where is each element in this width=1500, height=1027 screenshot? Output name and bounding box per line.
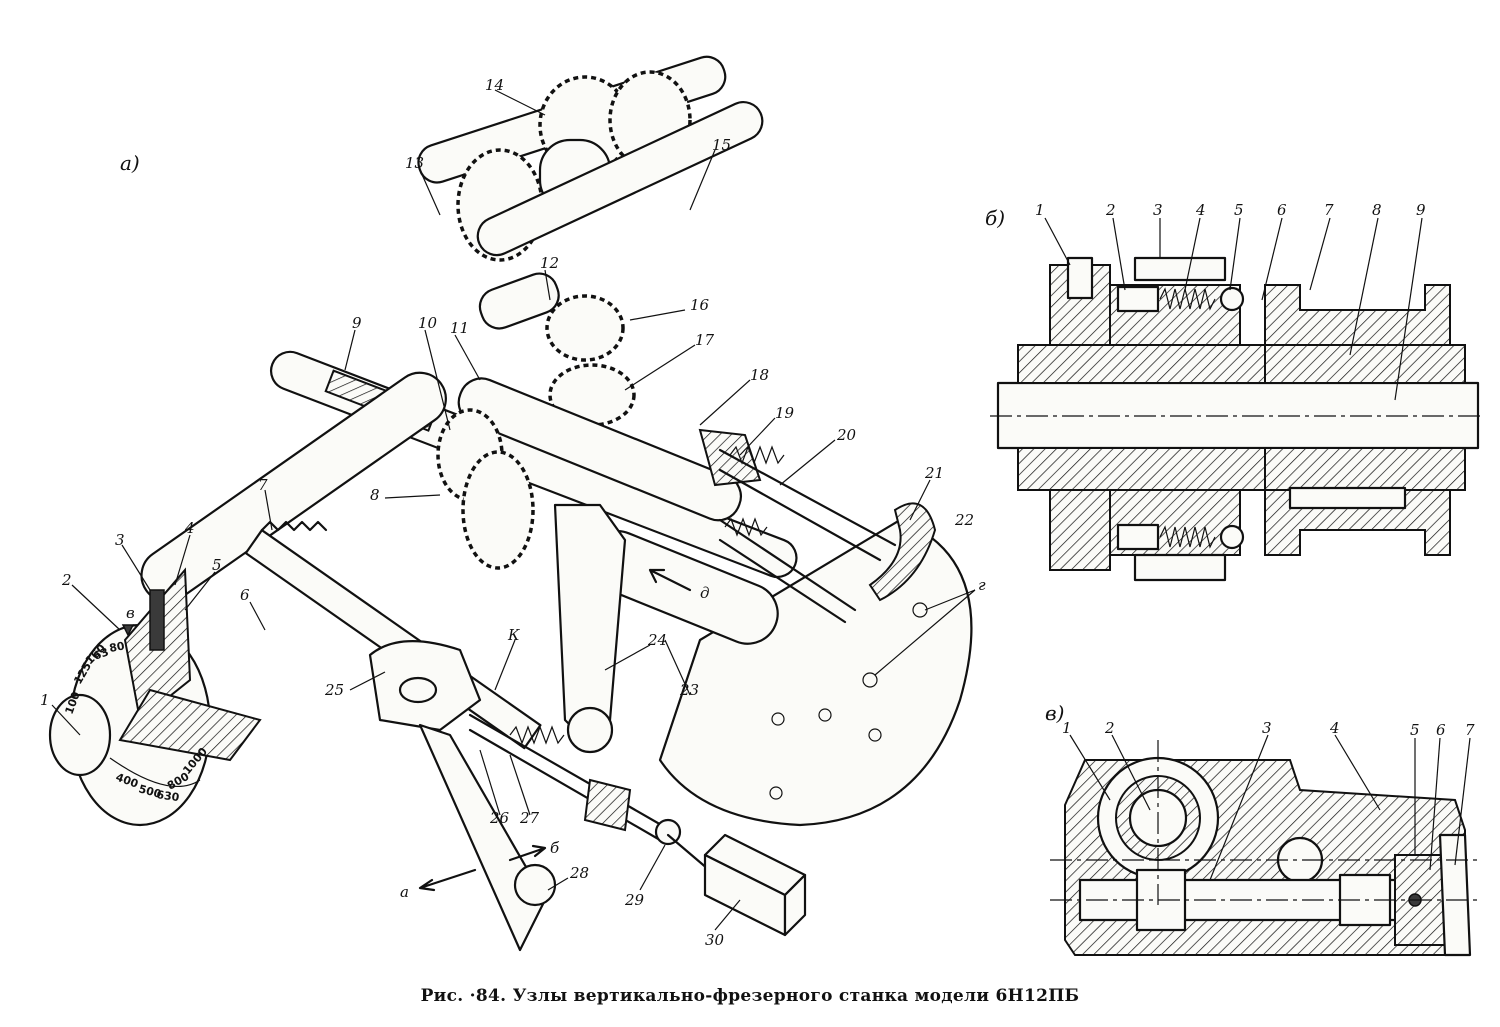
label-a-11: 11 (450, 319, 469, 337)
lever-21 (868, 502, 937, 602)
label-b-2: 2 (1105, 201, 1116, 219)
label-a-19: 19 (775, 404, 795, 422)
label-a-22: 22 (954, 511, 974, 529)
arrow-d (648, 568, 692, 592)
label-v-1: 1 (1062, 719, 1072, 737)
dir-letter-v: в (126, 604, 135, 622)
label-a-8: 8 (370, 486, 380, 504)
label-a-29: 29 (624, 891, 645, 909)
dir-letter-g: г (978, 576, 986, 594)
label-a-16: 16 (690, 296, 710, 314)
label-b-8: 8 (1372, 201, 1382, 219)
dir-letter-b: б (550, 839, 560, 857)
shaft-18 (457, 377, 742, 522)
label-a-23: 23 (679, 681, 699, 699)
label-a-18: 18 (750, 366, 769, 384)
spring-rod-19-20 (718, 445, 897, 562)
selector-disk-22 (658, 518, 973, 827)
label-a-24: 24 (647, 631, 667, 649)
label-a-3: 3 (115, 531, 125, 549)
arrow-a (418, 868, 477, 892)
label-b-7: 7 (1324, 201, 1334, 219)
label-a-12: 12 (540, 254, 559, 272)
panel-v-label: в) (1045, 701, 1064, 725)
label-a-15: 15 (712, 136, 731, 154)
arrow-b (508, 844, 547, 862)
dir-letter-d: д (700, 584, 710, 602)
gear-8 (461, 450, 535, 570)
label-a-10: 10 (418, 314, 438, 332)
label-a-30: 30 (705, 931, 725, 949)
knob-29 (654, 818, 682, 846)
label-a-20: 20 (836, 426, 857, 444)
label-b-4: 4 (1195, 201, 1206, 219)
label-a-5: 5 (212, 556, 222, 574)
label-a-7: 7 (258, 476, 268, 494)
panel-b-label: б) (985, 206, 1005, 230)
label-v-2: 2 (1104, 719, 1115, 737)
dial-value-4: 63 (92, 645, 111, 662)
label-a-26: 26 (489, 809, 510, 827)
gear-16 (545, 294, 625, 362)
label-a-14: 14 (485, 76, 504, 94)
label-v-7: 7 (1465, 721, 1475, 739)
label-b-9: 9 (1416, 201, 1426, 219)
label-a-27: 27 (519, 809, 540, 827)
label-a-28: 28 (569, 864, 589, 882)
label-a-6: 6 (240, 586, 250, 604)
label-a-13: 13 (405, 154, 424, 172)
label-b-5: 5 (1234, 201, 1244, 219)
leader-lines-a (51, 89, 931, 931)
label-v-5: 5 (1410, 721, 1420, 739)
figure-caption: Рис. ·84. Узлы вертикально-фрезерного ст… (420, 986, 1080, 1006)
label-a-K: К (507, 626, 520, 644)
label-a-17: 17 (695, 331, 715, 349)
label-a-2: 2 (61, 571, 72, 589)
label-v-6: 6 (1436, 721, 1446, 739)
shaft-15 (476, 101, 764, 257)
label-b-3: 3 (1153, 201, 1163, 219)
label-a-4: 4 (184, 519, 195, 537)
label-b-6: 6 (1277, 201, 1287, 219)
label-a-9: 9 (352, 314, 362, 332)
panel-a-label: а) (120, 151, 140, 175)
panel-v-section: в) 1 2 3 4 5 6 7 (1045, 701, 1480, 957)
dir-letter-a: а (400, 883, 409, 901)
dial-value-7: 500 (137, 782, 163, 801)
label-a-1: 1 (40, 691, 50, 709)
label-v-3: 3 (1262, 719, 1272, 737)
dial-assembly: 100 125 160 63 80 400 500 630 800 1000 (48, 567, 262, 827)
pointer-g (874, 589, 976, 676)
panel-b-section: б) (985, 201, 1485, 582)
panel-a-assembly: 100 125 160 63 80 400 500 630 800 1000 (40, 55, 986, 952)
label-b-1: 1 (1035, 201, 1045, 219)
shaft-6 (140, 371, 447, 603)
label-a-21: 21 (924, 464, 944, 482)
dial-value-5: 80 (108, 639, 126, 655)
rod-26-27 (468, 713, 672, 842)
label-a-25: 25 (324, 681, 344, 699)
label-v-4: 4 (1329, 719, 1340, 737)
spring-rod-lower (718, 517, 857, 624)
lever-24 (553, 503, 627, 742)
weight-30 (703, 833, 807, 937)
dial-value-8: 630 (156, 788, 181, 804)
